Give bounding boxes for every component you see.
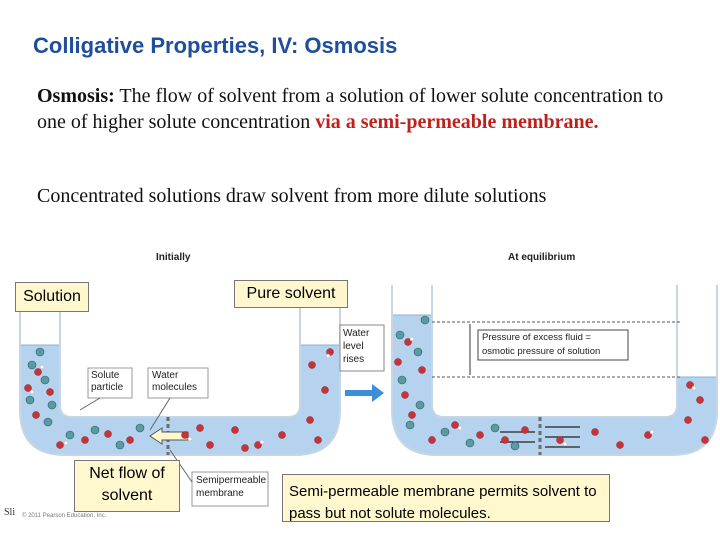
slide-footer-label: Sli (4, 507, 16, 518)
tube-equilibrium-outline (391, 285, 718, 456)
transition-arrow (345, 384, 384, 402)
pure-solvent-callout: Pure solvent (234, 280, 348, 308)
water-molecules-dots (24, 338, 709, 452)
solute-label-box (87, 367, 133, 399)
water-pointer (149, 397, 171, 431)
osmotic-pressure-label: osmotic pressure of solution (482, 346, 601, 357)
panel-initial-label: Initially (156, 252, 191, 263)
definition-term: Osmosis: (37, 85, 115, 107)
net-flow-callout: Net flow of solvent (74, 460, 180, 512)
water-level-box (339, 324, 385, 372)
copyright-text: © 2011 Pearson Education, Inc. (22, 513, 107, 519)
water-level-rises-label: Water level rises (343, 328, 370, 365)
water-molecules-label: Water molecules (152, 370, 198, 393)
solute-particles (25, 315, 520, 451)
pressure-excess-label: Pressure of excess fluid = (482, 332, 592, 343)
solution-callout: Solution (15, 282, 89, 312)
semi-label-pointer (169, 449, 193, 483)
osmosis-figure (19, 285, 718, 507)
solute-particle-label: Solute particle (91, 370, 124, 393)
water-label-box (147, 367, 209, 399)
semi-permeable-note-callout: Semi-permeable membrane permits solvent … (282, 474, 610, 522)
definition-highlight: via a semi-permeable membrane. (315, 111, 599, 133)
u-tube-equilibrium (391, 285, 718, 456)
semi-label-box (191, 471, 269, 507)
slide-title: Colligative Properties, IV: Osmosis (33, 33, 398, 58)
panel-equilibrium-label: At equilibrium (508, 252, 576, 263)
water-molecules-white (29, 336, 697, 447)
definition-text: The flow of solvent from a solution of l… (37, 85, 664, 133)
solute-pointer (79, 397, 101, 411)
u-tube-initial (19, 285, 341, 456)
osmosis-definition: Osmosis: The flow of solvent from a solu… (37, 83, 677, 135)
statement-text: Concentrated solutions draw solvent from… (37, 185, 547, 207)
tube-initial-outline (19, 285, 341, 456)
pressure-box (477, 329, 629, 361)
semipermeable-membrane-label: Semipermeable membrane (196, 475, 267, 499)
